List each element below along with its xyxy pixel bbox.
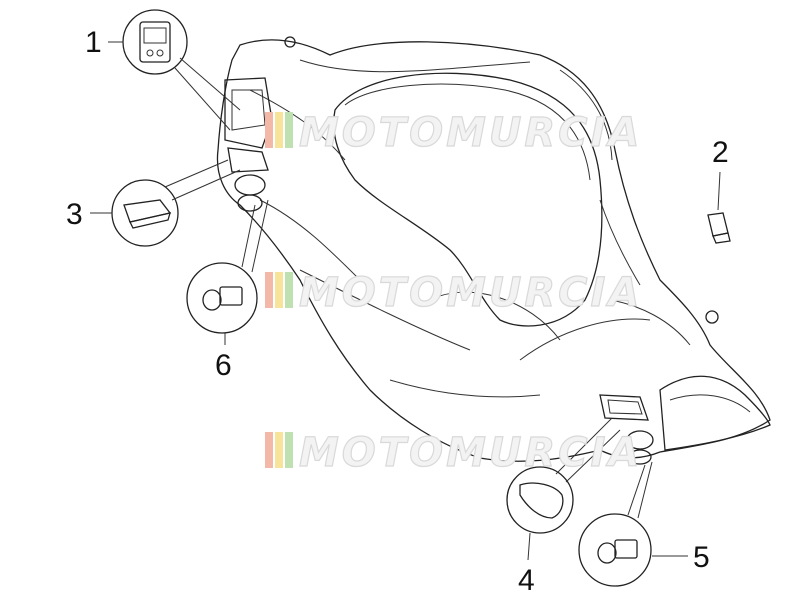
watermark-stripe	[265, 272, 273, 308]
leader-5a	[627, 464, 646, 516]
part-6-bubble	[186, 262, 258, 334]
watermark-text: MOTOMURCIA	[299, 270, 642, 316]
watermark-middle: MOTOMURCIA	[265, 269, 642, 317]
leader-1a	[179, 57, 241, 111]
leader-4-label	[527, 532, 531, 561]
callout-3: 3	[66, 198, 83, 231]
leader-5b	[637, 461, 653, 519]
callout-5: 5	[693, 541, 710, 574]
leader-3a	[164, 159, 229, 188]
watermark-stripe	[275, 112, 283, 148]
watermark-text: MOTOMURCIA	[299, 430, 642, 476]
callout-4: 4	[518, 564, 535, 597]
leader-4b	[565, 429, 621, 483]
watermark-stripe	[275, 432, 283, 468]
leader-3b	[171, 169, 241, 201]
part-4-bubble	[506, 466, 574, 534]
leader-1b	[174, 67, 231, 131]
watermark-top: MOTOMURCIA	[265, 109, 642, 157]
handlebar-cover	[216, 36, 771, 465]
watermark-stripe	[275, 272, 283, 308]
watermark-stripe	[265, 432, 273, 468]
watermark-stripe	[285, 432, 293, 468]
leader-4a	[555, 417, 613, 475]
leader-2	[717, 171, 721, 211]
leader-6b	[251, 199, 269, 273]
watermark-text: MOTOMURCIA	[299, 110, 642, 156]
watermark-stripe	[285, 272, 293, 308]
callout-1: 1	[85, 26, 102, 59]
watermark-bottom: MOTOMURCIA	[265, 429, 642, 477]
watermark-stripe	[285, 112, 293, 148]
leader-6a	[241, 204, 256, 268]
callout-2: 2	[712, 136, 729, 169]
watermark-stripe	[265, 112, 273, 148]
part-2-bulb	[707, 212, 731, 244]
part-3-bubble	[111, 179, 179, 247]
part-1-bubble	[122, 9, 188, 75]
part-5-bubble	[578, 513, 652, 587]
callout-6: 6	[215, 349, 232, 382]
